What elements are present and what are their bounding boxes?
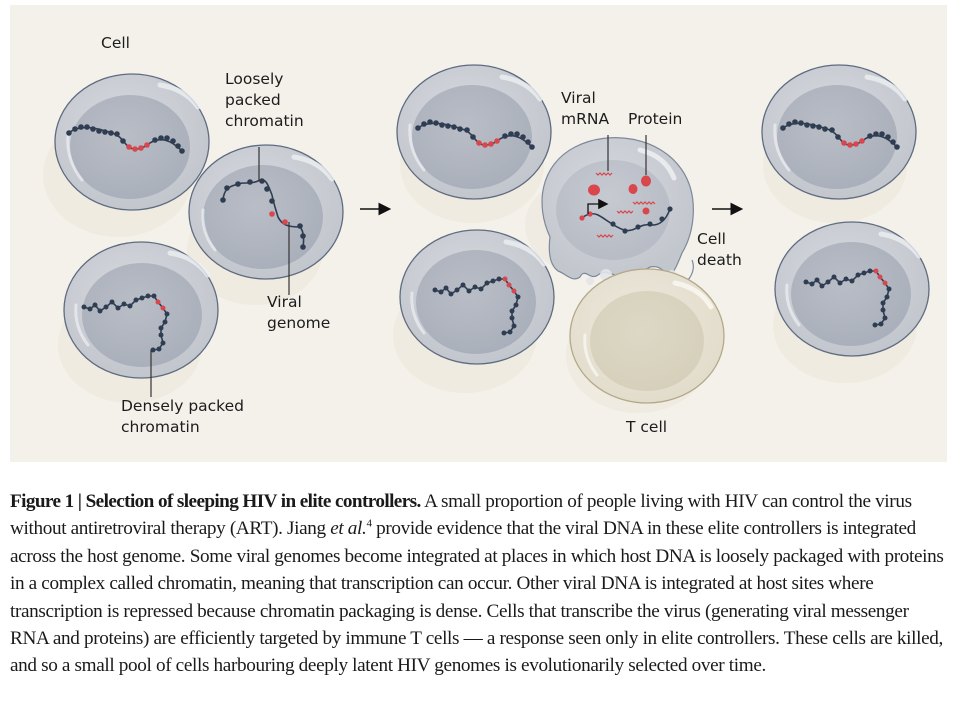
label-loosely-packed-chromatin: Loosely packed chromatin [225,70,304,130]
chromatin-strand [66,124,185,154]
cell-top-left [43,73,210,237]
cell-transcribing [525,135,694,286]
cell-middle-top [396,64,552,223]
t-cell [566,268,725,413]
viral-mrna [595,172,656,238]
label-cell: Cell [101,34,130,52]
transcription-start-arrow-icon [587,198,609,214]
figure-panel: Cell Loosely packed chromatin Viral geno… [10,5,947,462]
label-protein: Protein [628,110,683,128]
viral-genome-segment [126,142,150,152]
cell-densely-packed [58,241,219,403]
figure-illustration [43,64,930,413]
caption-reference: 4 [366,518,372,531]
viral-genome-segment [155,299,166,311]
caption-text-part1: A small proportion of people living with… [10,491,912,540]
viral-genome-segment [269,211,288,225]
viral-genome-segment [502,276,517,294]
label-densely-packed-chromatin: Densely packed chromatin [121,397,244,436]
caption-title: Figure 1 | Selection of sleeping HIV in … [10,491,421,512]
label-t-cell: T cell [626,418,668,436]
cell-loosely-packed [187,144,344,305]
label-viral-mrna: Viral mRNA [561,89,610,128]
caption-text-part2: provide evidence that the viral DNA in t… [10,518,944,677]
viral-protein [588,175,651,215]
viral-genome-segment [873,268,888,286]
cell-right-bottom [773,221,930,383]
figure-caption: Figure 1 | Selection of sleeping HIV in … [10,488,945,680]
label-cell-death: Cell death [697,230,742,269]
label-viral-genome: Viral genome [267,293,331,332]
cell-right-top [761,64,917,223]
cell-middle-bottom [393,229,555,393]
viral-genome-segment [841,138,865,148]
caption-etal: et al. [330,518,367,540]
viral-genome-segment [476,138,500,148]
